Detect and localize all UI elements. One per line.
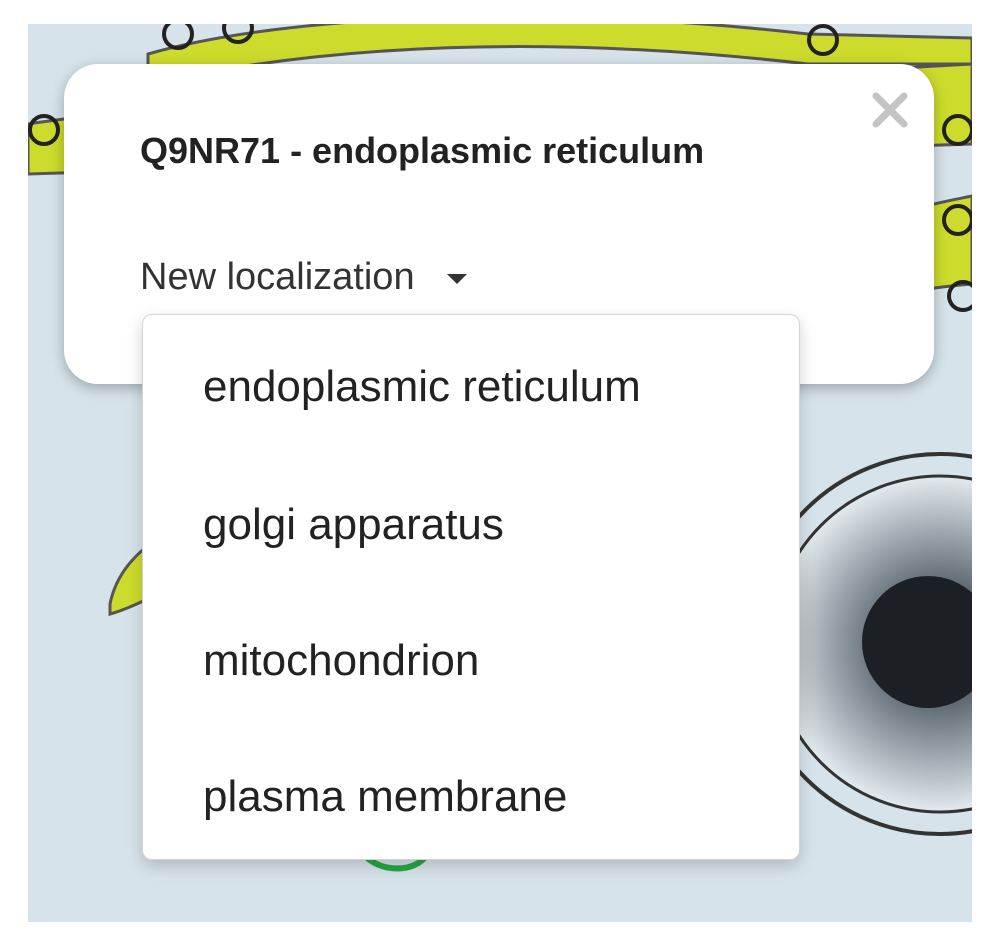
ribosome[interactable]	[807, 24, 839, 56]
close-button[interactable]	[868, 88, 912, 132]
caret-down-icon	[446, 273, 467, 284]
ribosome[interactable]	[28, 114, 60, 146]
option-endoplasmic-reticulum[interactable]: endoplasmic reticulum	[203, 362, 641, 411]
option-plasma-membrane[interactable]: plasma membrane	[203, 772, 568, 821]
dropdown-label: New localization	[140, 256, 415, 298]
ribosome[interactable]	[162, 24, 194, 50]
nucleolus[interactable]	[862, 576, 972, 708]
ribosome[interactable]	[942, 114, 972, 146]
ribosome[interactable]	[942, 204, 972, 236]
ribosome[interactable]	[222, 24, 254, 44]
close-icon	[872, 92, 908, 128]
localization-dropdown-menu: endoplasmic reticulum golgi apparatus mi…	[142, 314, 800, 860]
popup-title: Q9NR71 - endoplasmic reticulum	[140, 130, 705, 171]
er-membrane-top[interactable]	[146, 24, 972, 86]
new-localization-dropdown-toggle[interactable]: New localization	[140, 256, 467, 299]
option-mitochondrion[interactable]: mitochondrion	[203, 636, 480, 685]
ribosome[interactable]	[947, 280, 972, 312]
option-golgi-apparatus[interactable]: golgi apparatus	[203, 500, 504, 549]
